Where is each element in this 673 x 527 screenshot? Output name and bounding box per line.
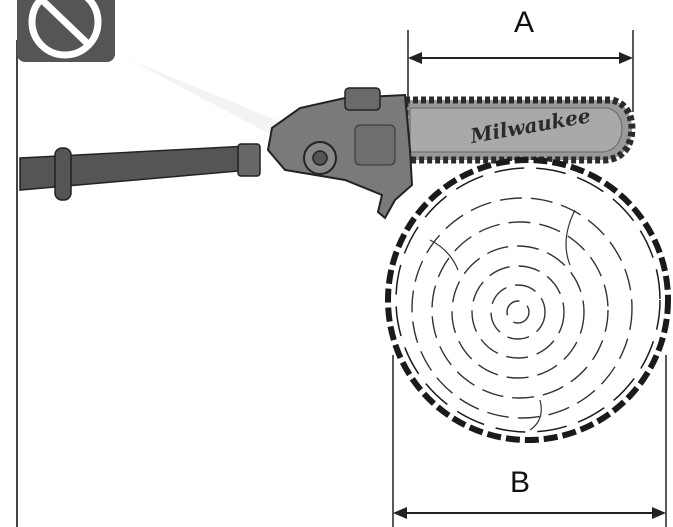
chainsaw-bar: Milwaukee [401,96,636,164]
dimension-a-label: A [514,6,534,39]
dimension-b: B [392,355,667,527]
prohibition-icon [17,0,115,62]
light-cone [130,60,300,150]
dimension-b-label: B [510,466,530,499]
saw-head [266,87,414,220]
log-cross-section [385,157,671,443]
pole-saw-pole [19,143,261,201]
